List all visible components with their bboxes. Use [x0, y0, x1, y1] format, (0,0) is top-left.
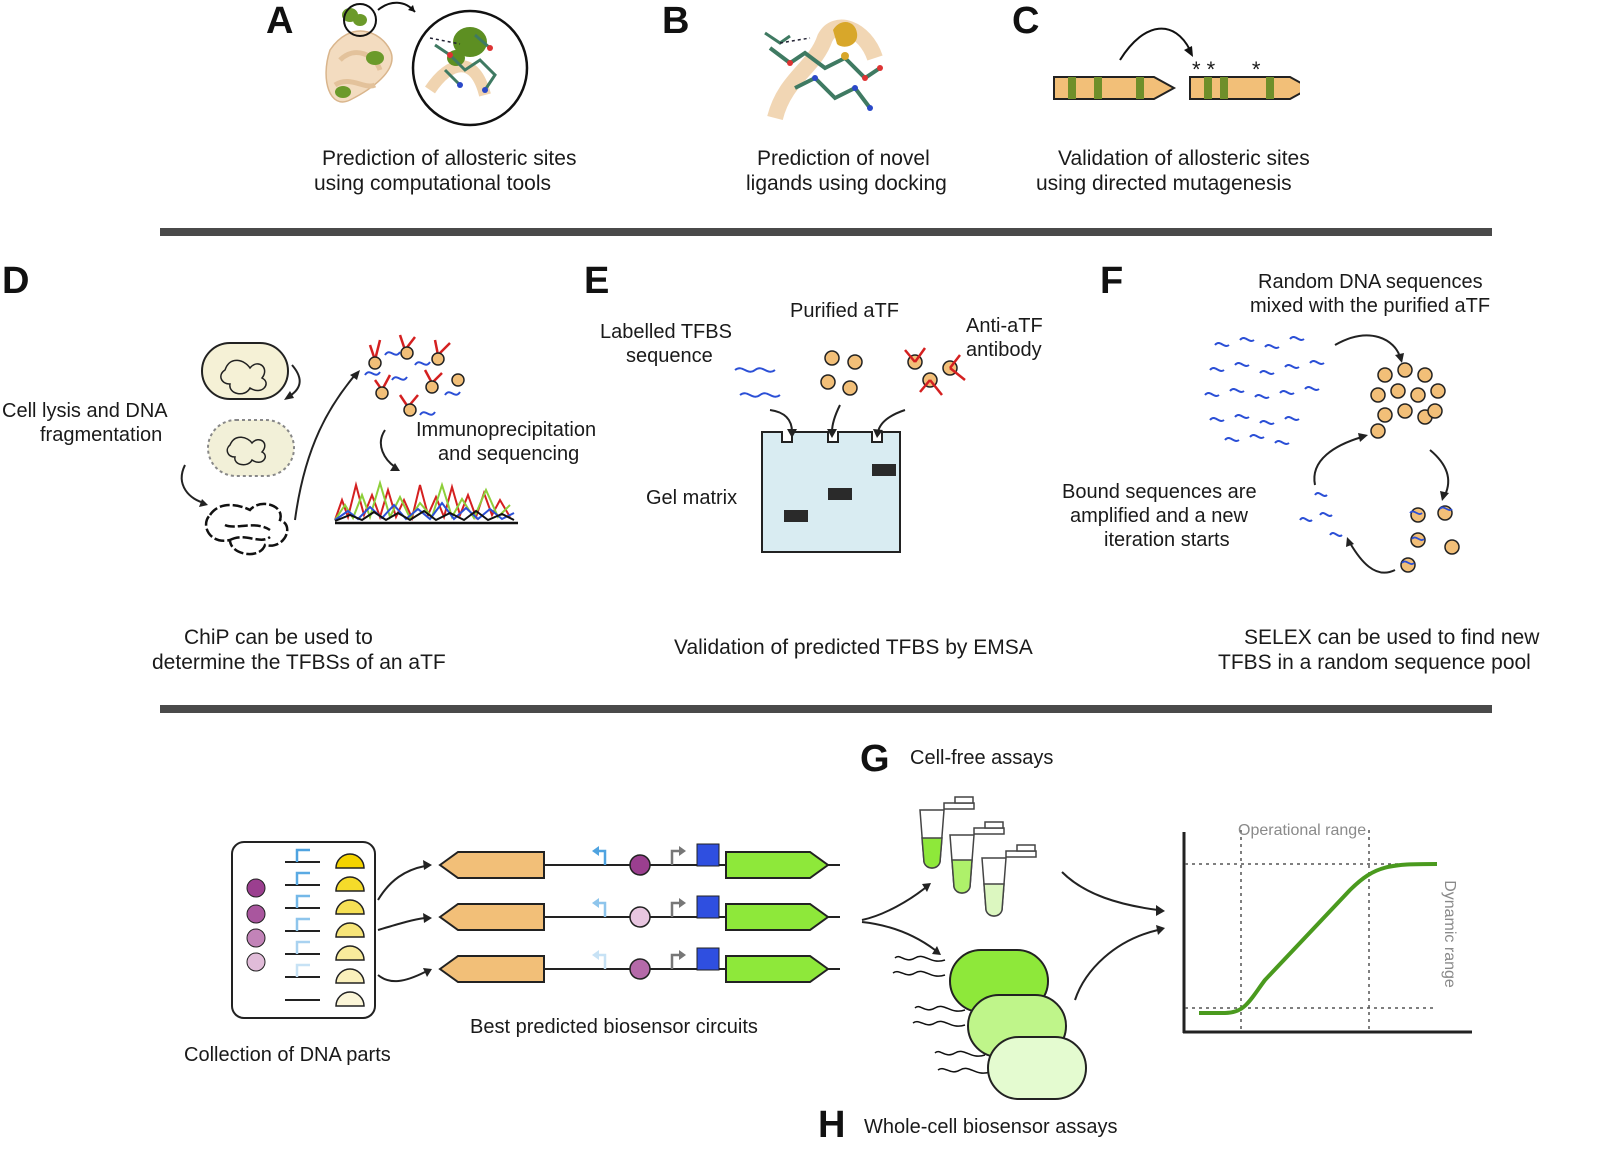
- caption-b-line2: ligands using docking: [746, 172, 947, 195]
- label-dynamic-range: Dynamic range: [1441, 880, 1458, 988]
- label-cell-lysis-line2: fragmentation: [40, 424, 163, 446]
- biosensor-workflow-illustration: [231, 796, 1165, 1100]
- label-whole-cell-assays: Whole-cell biosensor assays: [864, 1116, 1118, 1138]
- panel-letter-g: G: [860, 738, 890, 780]
- panel-letter-d: D: [2, 260, 30, 302]
- caption-a-line1: Prediction of allosteric sites: [322, 147, 577, 170]
- dose-response-chart: [1182, 830, 1472, 1034]
- panel-letter-h: H: [818, 1104, 846, 1146]
- caption-c-line1: Validation of allosteric sites: [1058, 147, 1310, 170]
- caption-c-line2: using directed mutagenesis: [1036, 172, 1292, 195]
- label-purified-atf: Purified aTF: [790, 300, 899, 322]
- caption-b-line1: Prediction of novel: [757, 147, 930, 170]
- label-random-dna-line2: mixed with the purified aTF: [1250, 295, 1491, 317]
- caption-f-line2: TFBS in a random sequence pool: [1218, 651, 1531, 674]
- label-labelled-tfbs-line2: sequence: [626, 345, 713, 367]
- mutagenesis-gene-illustration: [1053, 27, 1300, 100]
- label-anti-atf-line1: Anti-aTF: [966, 315, 1043, 337]
- caption-d-line1: ChiP can be used to: [184, 626, 373, 649]
- label-immunoprecipitation-line1: Immunoprecipitation: [416, 419, 597, 441]
- panel-letter-e: E: [584, 260, 610, 302]
- caption-a-line2: using computational tools: [314, 172, 551, 195]
- label-operational-range: Operational range: [1238, 822, 1367, 839]
- label-collection-dna-parts: Collection of DNA parts: [184, 1044, 391, 1066]
- label-anti-atf-line2: antibody: [966, 339, 1042, 361]
- section-divider-bottom: [160, 705, 1492, 713]
- label-best-circuits: Best predicted biosensor circuits: [470, 1016, 758, 1038]
- caption-d-line2: determine the TFBSs of an aTF: [152, 651, 446, 674]
- panel-letter-b: B: [662, 0, 690, 42]
- section-divider-top: [160, 228, 1492, 236]
- emsa-gel-illustration: [734, 347, 966, 553]
- label-labelled-tfbs-line1: Labelled TFBS: [600, 321, 732, 343]
- ligand-docking-illustration: [764, 19, 883, 121]
- protein-allosteric-site-illustration: [325, 1, 529, 127]
- label-bound-sequences-line2: amplified and a new: [1070, 505, 1248, 527]
- mutation-asterisks: * * *: [1192, 57, 1261, 82]
- panel-letter-a: A: [266, 0, 294, 42]
- selex-cycle-illustration: [1204, 334, 1460, 574]
- label-cell-free-assays: Cell-free assays: [910, 747, 1054, 769]
- label-gel-matrix: Gel matrix: [646, 487, 738, 509]
- label-bound-sequences-line1: Bound sequences are: [1062, 481, 1257, 503]
- panel-letter-c: C: [1012, 0, 1040, 42]
- caption-e: Validation of predicted TFBS by EMSA: [674, 636, 1033, 659]
- caption-f-line1: SELEX can be used to find new: [1244, 626, 1540, 649]
- label-immunoprecipitation-line2: and sequencing: [438, 443, 580, 465]
- label-cell-lysis-line1: Cell lysis and DNA: [2, 400, 168, 422]
- chip-workflow-illustration: [180, 334, 518, 556]
- label-random-dna-line1: Random DNA sequences: [1258, 271, 1483, 293]
- panel-letter-f: F: [1100, 260, 1124, 302]
- label-bound-sequences-line3: iteration starts: [1104, 529, 1230, 551]
